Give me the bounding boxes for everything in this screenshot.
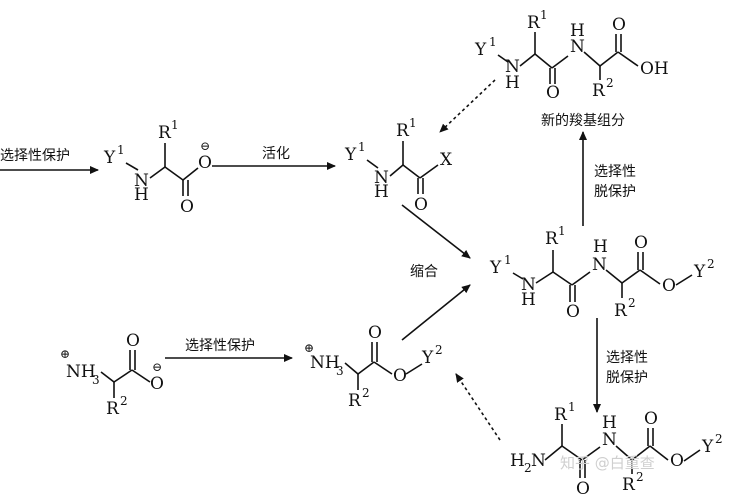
- selective-protection-label-top: 选择性保护: [0, 148, 70, 164]
- svg-text:N: N: [570, 37, 585, 57]
- svg-text:H: H: [602, 413, 617, 433]
- svg-text:Y: Y: [421, 348, 434, 368]
- svg-text:H: H: [570, 21, 585, 41]
- svg-text:R: R: [158, 123, 172, 143]
- svg-text:R: R: [527, 13, 541, 33]
- svg-text:R: R: [106, 399, 120, 419]
- svg-text:N: N: [374, 168, 389, 188]
- svg-text:1: 1: [489, 35, 497, 49]
- svg-text:O: O: [368, 323, 382, 343]
- svg-text:1: 1: [558, 224, 566, 238]
- svg-text:1: 1: [171, 118, 179, 132]
- svg-text:Y: Y: [701, 437, 714, 457]
- svg-text:O: O: [126, 331, 140, 351]
- svg-text:R: R: [348, 391, 362, 411]
- svg-text:2: 2: [628, 296, 636, 310]
- svg-text:Y: Y: [489, 258, 502, 278]
- svg-text:⊕: ⊕: [304, 341, 314, 355]
- svg-text:O: O: [414, 195, 428, 215]
- svg-text:H: H: [593, 237, 608, 257]
- svg-text:Y: Y: [474, 40, 487, 60]
- amino-acid-ester: ⊕ NH 3 R 2 O O Y 2: [304, 323, 443, 411]
- svg-text:1: 1: [117, 143, 125, 157]
- svg-text:N: N: [521, 275, 536, 295]
- activation-label: 活化: [262, 146, 290, 162]
- svg-text:⊖: ⊖: [200, 139, 210, 153]
- dipeptide-acid: Y 1 N H R 1 O N H R 2 O OH: [474, 8, 669, 103]
- svg-text:1: 1: [504, 253, 512, 267]
- svg-text:O: O: [198, 153, 212, 173]
- svg-text:O: O: [180, 197, 194, 217]
- svg-text:⊖: ⊖: [152, 360, 162, 374]
- new-carboxyl-component-label: 新的羧基组分: [541, 112, 625, 129]
- selective-deprotection-label-top-1: 选择性: [594, 164, 636, 180]
- svg-text:H: H: [510, 451, 525, 471]
- selective-deprotection-label-bottom-1: 选择性: [606, 350, 648, 366]
- atom-y: Y: [103, 148, 116, 168]
- reaction-arrows: [0, 79, 601, 441]
- svg-text:Y: Y: [693, 262, 706, 282]
- selective-protection-label-bottom: 选择性保护: [185, 338, 255, 354]
- svg-text:O: O: [644, 409, 658, 429]
- svg-text:NH: NH: [310, 353, 340, 373]
- svg-text:R: R: [622, 475, 636, 495]
- svg-text:R: R: [614, 301, 628, 321]
- svg-text:2: 2: [636, 470, 644, 484]
- svg-text:2: 2: [715, 432, 723, 446]
- deprotected-dipeptide-ester: H 2 N R 1 O N H R 2 O O Y 2: [510, 400, 723, 499]
- svg-text:1: 1: [568, 400, 576, 414]
- svg-text:R: R: [396, 121, 410, 141]
- svg-text:O: O: [576, 479, 590, 499]
- svg-text:1: 1: [358, 140, 366, 154]
- svg-text:1: 1: [540, 8, 548, 22]
- svg-text:N: N: [134, 171, 149, 191]
- svg-text:OH: OH: [640, 59, 669, 79]
- selective-deprotection-label-bottom-2: 脱保护: [606, 370, 648, 386]
- svg-text:R: R: [592, 81, 606, 101]
- svg-text:O: O: [670, 451, 684, 471]
- svg-text:Y: Y: [344, 145, 357, 165]
- protected-dipeptide-ester: Y 1 N H R 1 O N H R 2 O O Y 2: [489, 224, 715, 322]
- activated-amino-acid: Y 1 N H R 1 O X: [344, 116, 453, 215]
- svg-text:H: H: [521, 290, 536, 310]
- svg-text:NH: NH: [66, 362, 96, 382]
- svg-text:2: 2: [707, 257, 715, 271]
- svg-text:2: 2: [362, 386, 370, 400]
- condensation-label: 缩合: [410, 264, 438, 280]
- svg-text:H: H: [374, 182, 389, 202]
- svg-text:3: 3: [336, 364, 344, 378]
- svg-text:N: N: [602, 430, 617, 450]
- selective-deprotection-label-top-2: 脱保护: [594, 184, 636, 200]
- amino-acid-zwitterion: ⊕ NH 3 R 2 O O ⊖: [60, 331, 164, 419]
- svg-text:O: O: [546, 83, 560, 103]
- svg-text:N: N: [592, 255, 607, 275]
- svg-text:2: 2: [120, 394, 128, 408]
- svg-text:H: H: [134, 185, 149, 205]
- svg-text:N: N: [505, 57, 520, 77]
- svg-text:R: R: [545, 229, 559, 249]
- svg-text:O: O: [662, 276, 676, 296]
- svg-text:O: O: [634, 233, 648, 253]
- svg-text:O: O: [566, 302, 580, 322]
- svg-text:R: R: [554, 405, 568, 425]
- watermark: 知乎 @白重查: [560, 454, 655, 472]
- svg-text:2: 2: [435, 343, 443, 357]
- svg-text:2: 2: [524, 461, 532, 475]
- svg-text:3: 3: [92, 373, 100, 387]
- svg-text:O: O: [612, 15, 626, 35]
- svg-text:1: 1: [409, 116, 417, 130]
- svg-text:H: H: [505, 73, 520, 93]
- svg-text:X: X: [440, 150, 453, 170]
- svg-text:N: N: [531, 451, 546, 471]
- svg-text:⊕: ⊕: [60, 347, 70, 361]
- svg-text:2: 2: [606, 76, 614, 90]
- svg-text:O: O: [393, 366, 407, 386]
- svg-text:O: O: [150, 374, 164, 394]
- protected-amino-acid-anion: Y 1 N H R 1 O O ⊖: [103, 118, 212, 217]
